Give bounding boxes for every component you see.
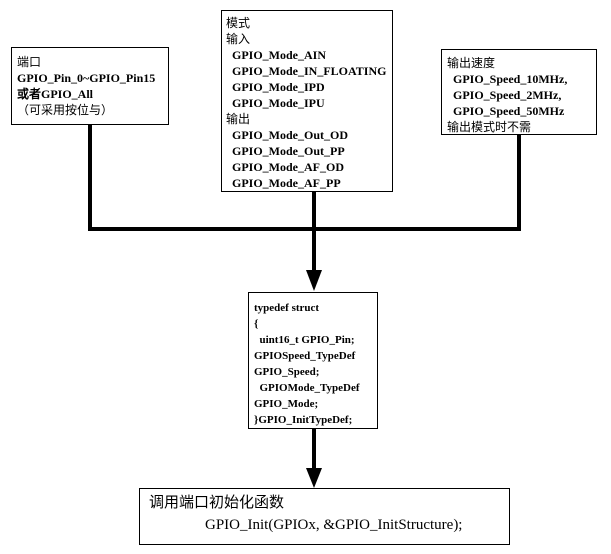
mode-item: GPIO_Mode_IPD (226, 80, 325, 94)
speed-item: GPIO_Speed_10MHz, (447, 72, 568, 86)
mode-item: GPIO_Mode_IN_FLOATING (226, 64, 387, 78)
mode-box-output-label: 输出 (226, 112, 251, 126)
struct-line: uint16_t GPIO_Pin; (254, 334, 355, 346)
struct-line: GPIO_Mode; (254, 398, 319, 410)
mode-box-title: 模式 (226, 16, 251, 30)
speed-box: 输出速度 GPIO_Speed_10MHz, GPIO_Speed_2MHz, … (441, 49, 597, 135)
speed-box-note: 输出模式时不需 (447, 120, 532, 134)
arrow-to-init (306, 468, 322, 488)
speed-item: GPIO_Speed_50MHz (447, 104, 565, 118)
struct-line: typedef struct (254, 302, 320, 314)
port-box-all: 或者GPIO_All (17, 87, 94, 101)
port-box-pins: GPIO_Pin_0~GPIO_Pin15 (17, 71, 156, 85)
struct-box: typedef struct { uint16_t GPIO_Pin; GPIO… (248, 292, 378, 429)
mode-item: GPIO_Mode_AIN (226, 48, 326, 62)
mode-item: GPIO_Mode_AF_OD (226, 160, 344, 174)
speed-box-title: 输出速度 (447, 56, 496, 70)
mode-item: GPIO_Mode_IPU (226, 96, 325, 110)
mode-item: GPIO_Mode_AF_PP (226, 176, 341, 190)
init-box-title: 调用端口初始化函数 (149, 495, 285, 511)
mode-item: GPIO_Mode_Out_PP (226, 144, 345, 158)
struct-line: GPIOSpeed_TypeDef (254, 350, 356, 362)
port-box: 端口 GPIO_Pin_0~GPIO_Pin15 或者GPIO_All （可采用… (11, 47, 169, 125)
struct-line: GPIO_Speed; (254, 366, 320, 378)
arrow-to-struct (306, 270, 322, 291)
mode-box: 模式 输入 GPIO_Mode_AIN GPIO_Mode_IN_FLOATIN… (221, 10, 393, 192)
mode-item: GPIO_Mode_Out_OD (226, 128, 348, 142)
speed-item: GPIO_Speed_2MHz, (447, 88, 562, 102)
struct-line: { (254, 318, 259, 330)
init-box-call: GPIO_Init(GPIOx, &GPIO_InitStructure); (205, 517, 463, 533)
struct-line: GPIOMode_TypeDef (254, 382, 360, 394)
mode-box-input-label: 输入 (226, 32, 251, 46)
port-box-note: （可采用按位与） (17, 103, 114, 117)
port-box-title: 端口 (17, 55, 42, 69)
init-box: 调用端口初始化函数 GPIO_Init(GPIOx, &GPIO_InitStr… (139, 488, 510, 545)
struct-line: }GPIO_InitTypeDef; (254, 414, 353, 426)
